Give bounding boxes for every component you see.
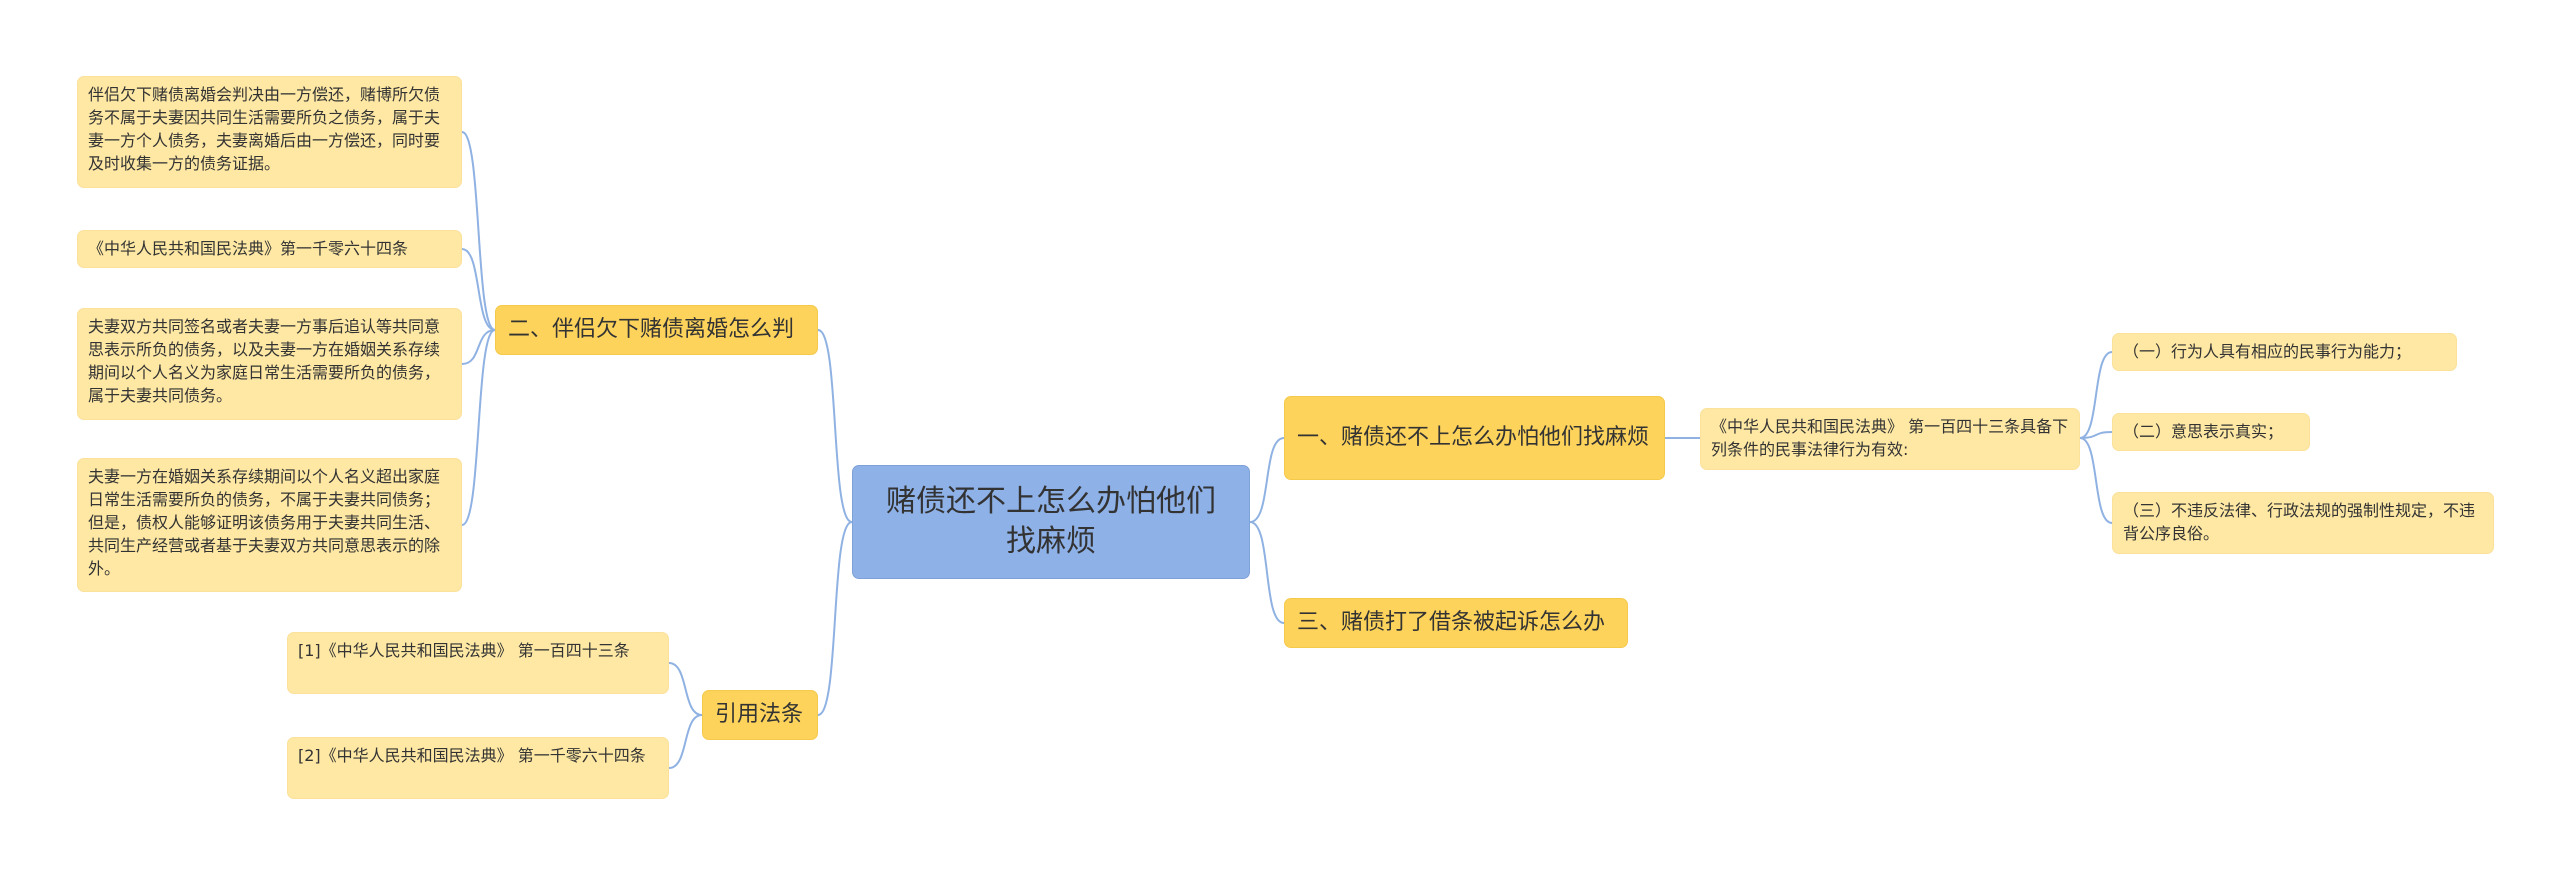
branch-topic-citations-label: 引用法条 (715, 702, 804, 727)
divorce-leaf-2[interactable]: 《中华人民共和国民法典》第一千零六十四条 (77, 230, 462, 268)
root-topic[interactable]: 赌债还不上怎么办怕他们找麻烦 (852, 465, 1250, 579)
branch-topic-citations[interactable]: 引用法条 (702, 690, 818, 740)
law-article-143-text: 《中华人民共和国民法典》 第一百四十三条具备下列条件的民事法律行为有效: (1711, 417, 2069, 459)
branch-topic-3[interactable]: 三、赌债打了借条被起诉怎么办 (1284, 598, 1628, 648)
branch-topic-2-label: 二、伴侣欠下赌债离婚怎么判 (508, 317, 795, 342)
condition-item-2-text: （二）意思表示真实； (2123, 422, 2284, 441)
citation-leaf-1[interactable]: [1]《中华人民共和国民法典》 第一百四十三条 (287, 632, 669, 694)
divorce-leaf-3-text: 夫妻双方共同签名或者夫妻一方事后追认等共同意思表示所负的债务，以及夫妻一方在婚姻… (88, 317, 441, 405)
root-topic-label: 赌债还不上怎么办怕他们找麻烦 (886, 484, 1216, 559)
condition-item-1[interactable]: （一）行为人具有相应的民事行为能力； (2112, 333, 2457, 371)
link-b4-l1 (668, 662, 703, 716)
link-b3-l3 (461, 329, 496, 365)
divorce-leaf-1-text: 伴侣欠下赌债离婚会判决由一方偿还，赌博所欠债务不属于夫妻因共同生活需要所负之债务… (88, 85, 441, 173)
condition-item-3[interactable]: （三）不违反法律、行政法规的强制性规定，不违背公序良俗。 (2112, 492, 2494, 554)
link-b3-l1 (461, 131, 496, 331)
condition-item-3-text: （三）不违反法律、行政法规的强制性规定，不违背公序良俗。 (2123, 501, 2476, 543)
branch-topic-1[interactable]: 一、赌债还不上怎么办怕他们找麻烦 (1284, 396, 1665, 480)
law-article-143[interactable]: 《中华人民共和国民法典》 第一百四十三条具备下列条件的民事法律行为有效: (1700, 408, 2080, 470)
citation-leaf-1-text: [1]《中华人民共和国民法典》 第一百四十三条 (298, 641, 630, 660)
divorce-leaf-4[interactable]: 夫妻一方在婚姻关系存续期间以个人名义超出家庭日常生活需要所负的债务，不属于夫妻共… (77, 458, 462, 592)
citation-leaf-2-text: [2]《中华人民共和国民法典》 第一千零六十四条 (298, 746, 646, 765)
condition-item-2[interactable]: （二）意思表示真实； (2112, 413, 2310, 451)
citation-leaf-2[interactable]: [2]《中华人民共和国民法典》 第一千零六十四条 (287, 737, 669, 799)
link-law-c1 (2079, 351, 2113, 439)
link-root-b3 (817, 329, 853, 523)
branch-topic-1-label: 一、赌债还不上怎么办怕他们找麻烦 (1297, 425, 1650, 450)
divorce-leaf-4-text: 夫妻一方在婚姻关系存续期间以个人名义超出家庭日常生活需要所负的债务，不属于夫妻共… (88, 467, 441, 578)
link-root-b1 (1249, 437, 1285, 523)
link-root-b2 (1249, 521, 1285, 624)
branch-topic-3-label: 三、赌债打了借条被起诉怎么办 (1297, 610, 1606, 635)
link-law-c3 (2079, 437, 2113, 524)
link-b3-l2 (461, 248, 496, 331)
branch-topic-2[interactable]: 二、伴侣欠下赌债离婚怎么判 (495, 305, 818, 355)
link-law-c2 (2079, 431, 2113, 439)
link-root-b4 (817, 521, 853, 716)
divorce-leaf-3[interactable]: 夫妻双方共同签名或者夫妻一方事后追认等共同意思表示所负的债务，以及夫妻一方在婚姻… (77, 308, 462, 420)
divorce-leaf-1[interactable]: 伴侣欠下赌债离婚会判决由一方偿还，赌博所欠债务不属于夫妻因共同生活需要所负之债务… (77, 76, 462, 188)
link-b4-l2 (668, 714, 703, 769)
condition-item-1-text: （一）行为人具有相应的民事行为能力； (2123, 342, 2412, 361)
link-b3-l4 (461, 329, 496, 526)
divorce-leaf-2-text: 《中华人民共和国民法典》第一千零六十四条 (88, 239, 409, 258)
